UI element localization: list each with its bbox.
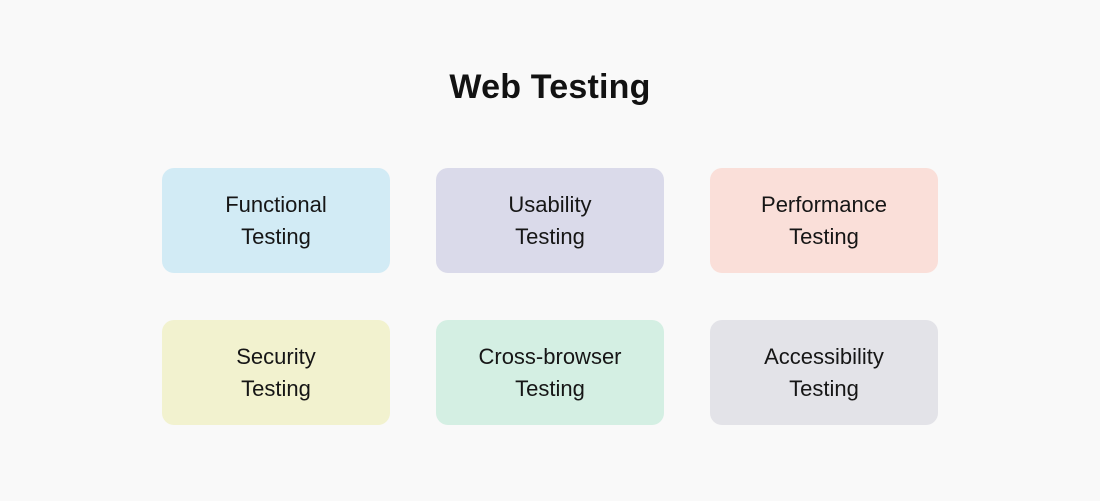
card-functional-testing[interactable]: Functional Testing (162, 168, 390, 273)
card-label-line1: Security (236, 343, 316, 369)
testing-type-grid: Functional Testing Usability Testing Per… (162, 168, 938, 425)
card-label-line1: Cross-browser (478, 343, 622, 369)
card-label-line2: Testing (515, 223, 585, 249)
card-label-line1: Functional (225, 191, 327, 217)
card-label-line1: Performance (761, 191, 887, 217)
card-usability-testing[interactable]: Usability Testing (436, 168, 664, 273)
card-accessibility-testing[interactable]: Accessibility Testing (710, 320, 938, 425)
card-label-line2: Testing (515, 375, 585, 401)
card-label-line1: Accessibility (764, 343, 884, 369)
page-title: Web Testing (449, 68, 651, 106)
card-cross-browser-testing[interactable]: Cross-browser Testing (436, 320, 664, 425)
card-performance-testing[interactable]: Performance Testing (710, 168, 938, 273)
card-label-line2: Testing (241, 375, 311, 401)
card-label-line2: Testing (241, 223, 311, 249)
card-label-line2: Testing (789, 223, 859, 249)
card-security-testing[interactable]: Security Testing (162, 320, 390, 425)
card-label-line1: Usability (508, 191, 592, 217)
card-label-line2: Testing (789, 375, 859, 401)
